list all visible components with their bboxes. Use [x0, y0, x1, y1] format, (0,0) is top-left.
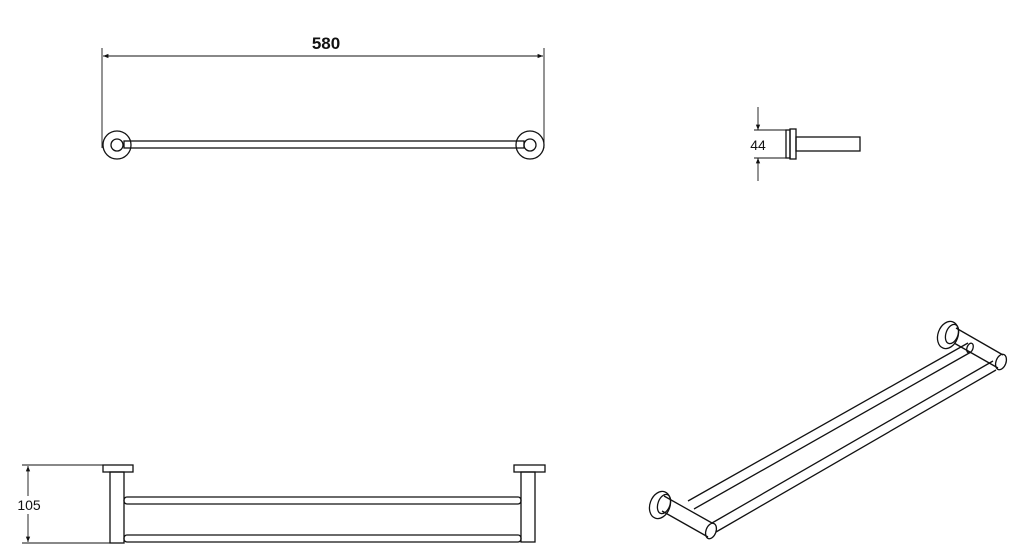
post-right: [520, 471, 536, 543]
front-view: 105: [14, 464, 546, 544]
flange-plate-left: [102, 464, 134, 473]
iso-arm-left-top: [663, 495, 713, 524]
iso-arm-left-end: [704, 522, 718, 540]
label-bg: [14, 496, 42, 514]
side-view: 44: [750, 107, 861, 181]
iso-bar-lower-top: [711, 360, 994, 524]
iso-bar-upper-top: [687, 342, 969, 502]
iso-arm-right-top: [955, 327, 1004, 356]
flange-right: [515, 130, 545, 160]
side-flange: [789, 128, 797, 160]
bar-top: [123, 140, 525, 149]
iso-arm-right-end: [994, 353, 1008, 371]
flange-left-inner: [110, 138, 124, 152]
side-base: [785, 129, 791, 159]
iso-bar-lower-bottom: [715, 369, 997, 533]
iso-flange-left-inner: [656, 493, 672, 515]
iso-flange-right-inner: [944, 323, 960, 345]
iso-flange-left: [648, 490, 672, 520]
isometric-view: [648, 320, 1008, 540]
bar-upper: [123, 496, 522, 505]
height-dimension-label: 105: [17, 497, 41, 513]
top-view: 580: [101, 34, 545, 160]
flange-left: [102, 130, 132, 160]
iso-arm-left-bottom: [661, 510, 709, 538]
iso-bar-upper-end: [966, 342, 974, 354]
iso-flange-right: [936, 320, 960, 350]
width-dimension-label: 580: [312, 34, 340, 53]
depth-dimension-label: 44: [750, 137, 766, 153]
flange-right-inner: [523, 138, 537, 152]
flange-plate-right: [513, 464, 546, 473]
iso-bar-upper-bottom: [693, 351, 972, 510]
side-rod: [795, 136, 861, 152]
bar-lower: [123, 534, 522, 543]
post-left: [109, 471, 125, 544]
